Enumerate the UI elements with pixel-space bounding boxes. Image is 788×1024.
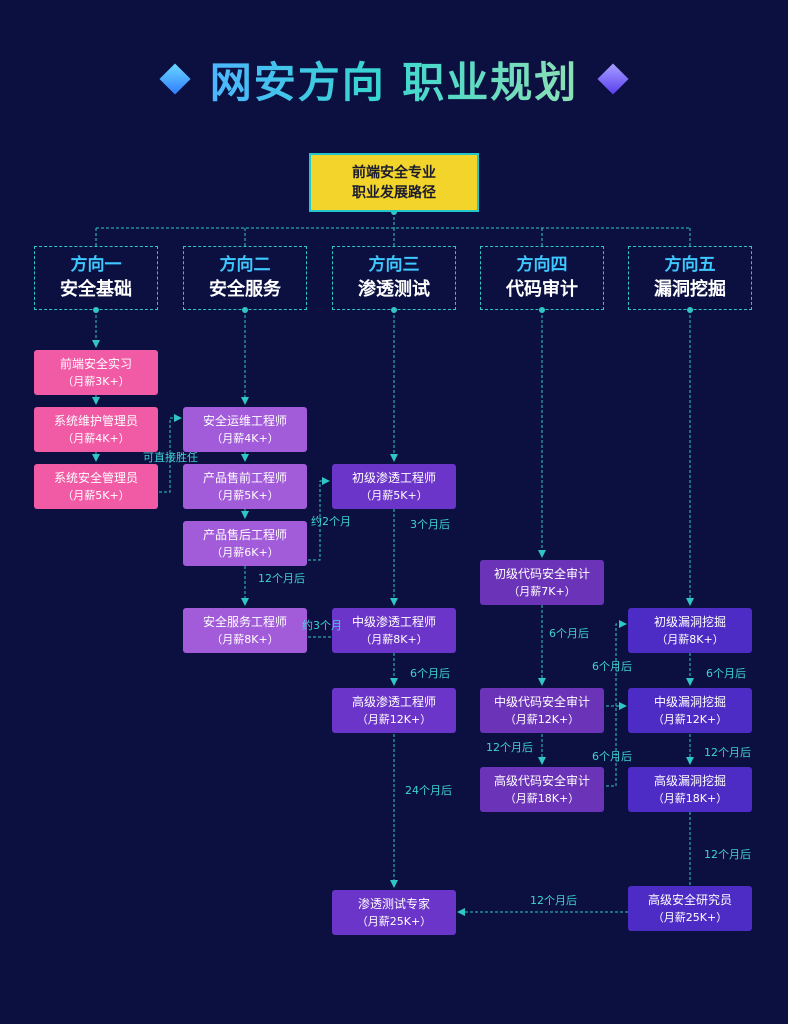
- root-line2: 职业发展路径: [352, 184, 436, 201]
- job-salary: （月薪5K+）: [211, 488, 279, 502]
- label-about-3-months: 约3个月: [302, 619, 342, 632]
- job-audit-mid: 中级代码安全审计 （月薪12K+）: [480, 688, 604, 733]
- job-audit-junior: 初级代码安全审计 （月薪7K+）: [480, 560, 604, 605]
- job-title: 中级渗透工程师: [351, 614, 436, 629]
- label-6-months-audit: 6个月后: [549, 627, 589, 640]
- job-salary: （月薪5K+）: [62, 488, 130, 502]
- job-vuln-junior: 初级漏洞挖掘 （月薪8K+）: [628, 608, 752, 653]
- job-salary: （月薪18K+）: [504, 791, 580, 805]
- job-salary: （月薪8K+）: [211, 632, 279, 646]
- job-salary: （月薪18K+）: [652, 791, 728, 805]
- root-node: 前端安全专业 职业发展路径: [309, 153, 479, 212]
- job-title: 高级代码安全审计: [493, 773, 590, 788]
- job-title: 初级代码安全审计: [493, 566, 590, 581]
- job-salary: （月薪25K+）: [356, 914, 432, 928]
- job-title: 初级渗透工程师: [351, 470, 436, 485]
- job-salary: （月薪4K+）: [211, 431, 279, 445]
- job-title: 高级渗透工程师: [351, 694, 436, 709]
- job-title: 安全服务工程师: [202, 614, 287, 629]
- direction-name: 安全基础: [60, 279, 132, 300]
- direction-number: 方向五: [664, 255, 716, 275]
- job-salary: （月薪7K+）: [508, 584, 576, 598]
- job-salary: （月薪4K+）: [62, 431, 130, 445]
- job-title: 系统安全管理员: [53, 470, 138, 485]
- direction-name: 渗透测试: [358, 279, 430, 300]
- job-salary: （月薪3K+）: [62, 374, 130, 388]
- job-vuln-senior: 高级漏洞挖掘 （月薪18K+）: [628, 767, 752, 812]
- job-pen-mid: 中级渗透工程师 （月薪8K+）: [332, 608, 456, 653]
- job-title: 系统维护管理员: [53, 413, 138, 428]
- label-direct: 可直接胜任: [143, 451, 198, 464]
- job-title: 前端安全实习: [59, 356, 132, 371]
- label-12-months-research: 12个月后: [704, 848, 751, 861]
- label-6-months-cross2: 6个月后: [592, 750, 632, 763]
- job-salary: （月薪6K+）: [211, 545, 279, 559]
- root-line1: 前端安全专业: [352, 164, 436, 181]
- label-12-months-vuln: 12个月后: [704, 746, 751, 759]
- direction-name: 漏洞挖掘: [654, 279, 726, 300]
- job-sec-service: 安全服务工程师 （月薪8K+）: [183, 608, 307, 653]
- direction-3: 方向三 渗透测试: [332, 246, 456, 310]
- label-12-months-service: 12个月后: [258, 572, 305, 585]
- job-title: 产品售前工程师: [202, 470, 287, 485]
- job-sec-ops: 安全运维工程师 （月薪4K+）: [183, 407, 307, 452]
- job-title: 安全运维工程师: [202, 413, 287, 428]
- job-intern: 前端安全实习 （月薪3K+）: [34, 350, 158, 395]
- job-salary: （月薪8K+）: [656, 632, 724, 646]
- label-6-months-pen: 6个月后: [410, 667, 450, 680]
- job-salary: （月薪12K+）: [652, 712, 728, 726]
- job-salary: （月薪25K+）: [652, 910, 728, 924]
- label-12-months-bottom: 12个月后: [530, 894, 577, 907]
- job-pen-expert: 渗透测试专家 （月薪25K+）: [332, 890, 456, 935]
- job-title: 中级漏洞挖掘: [653, 694, 726, 709]
- label-6-months-vuln: 6个月后: [706, 667, 746, 680]
- diamond-icon-right: [597, 63, 629, 95]
- job-title: 高级安全研究员: [647, 892, 732, 907]
- diamond-icon-left: [159, 63, 191, 95]
- job-salary: （月薪12K+）: [356, 712, 432, 726]
- job-sys-sec: 系统安全管理员 （月薪5K+）: [34, 464, 158, 509]
- job-vuln-mid: 中级漏洞挖掘 （月薪12K+）: [628, 688, 752, 733]
- direction-5: 方向五 漏洞挖掘: [628, 246, 752, 310]
- job-sys-maint: 系统维护管理员 （月薪4K+）: [34, 407, 158, 452]
- label-12-months-audit: 12个月后: [486, 741, 533, 754]
- job-audit-senior: 高级代码安全审计 （月薪18K+）: [480, 767, 604, 812]
- job-title: 高级漏洞挖掘: [653, 773, 726, 788]
- page-title: 网安方向 职业规划: [210, 49, 579, 110]
- label-6-months-cross1: 6个月后: [592, 660, 632, 673]
- job-pen-junior: 初级渗透工程师 （月薪5K+）: [332, 464, 456, 509]
- direction-name: 代码审计: [506, 279, 578, 300]
- job-salary: （月薪5K+）: [360, 488, 428, 502]
- label-about-2-months: 约2个月: [311, 515, 351, 528]
- direction-number: 方向二: [219, 255, 271, 275]
- direction-number: 方向一: [70, 255, 122, 275]
- job-researcher: 高级安全研究员 （月薪25K+）: [628, 886, 752, 931]
- label-24-months: 24个月后: [405, 784, 452, 797]
- title-row: 网安方向 职业规划: [0, 44, 788, 114]
- direction-1: 方向一 安全基础: [34, 246, 158, 310]
- direction-4: 方向四 代码审计: [480, 246, 604, 310]
- job-pen-senior: 高级渗透工程师 （月薪12K+）: [332, 688, 456, 733]
- direction-2: 方向二 安全服务: [183, 246, 307, 310]
- job-title: 初级漏洞挖掘: [653, 614, 726, 629]
- job-salary: （月薪8K+）: [360, 632, 428, 646]
- direction-name: 安全服务: [209, 279, 281, 300]
- job-salary: （月薪12K+）: [504, 712, 580, 726]
- job-title: 渗透测试专家: [357, 896, 430, 911]
- direction-number: 方向四: [516, 255, 568, 275]
- edge-auditsenior-vulnmid: [606, 702, 627, 787]
- direction-number: 方向三: [368, 255, 420, 275]
- job-title: 中级代码安全审计: [493, 694, 590, 709]
- job-aftersales: 产品售后工程师 （月薪6K+）: [183, 521, 307, 566]
- label-3-months: 3个月后: [410, 518, 450, 531]
- job-title: 产品售后工程师: [202, 527, 287, 542]
- job-presales: 产品售前工程师 （月薪5K+）: [183, 464, 307, 509]
